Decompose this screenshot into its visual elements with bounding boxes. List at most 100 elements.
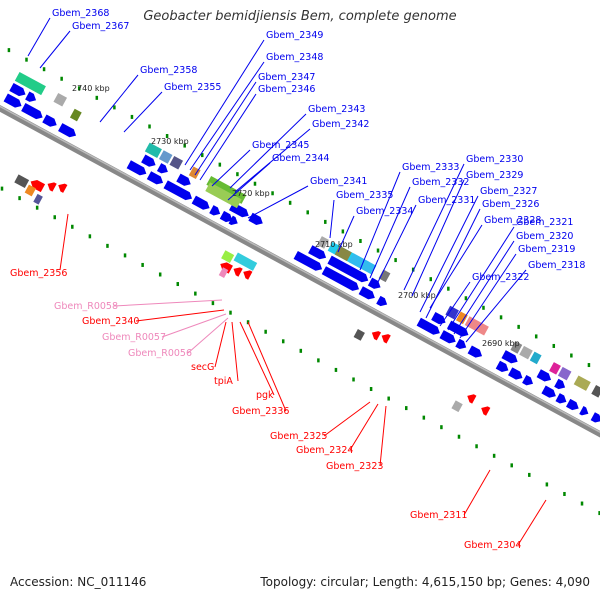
gene-label-forward: Gbem_2367 <box>72 21 129 32</box>
scale-tick <box>123 253 127 258</box>
gene-label-forward: Gbem_2345 <box>252 140 309 151</box>
gene-label-forward: Gbem_2320 <box>516 231 573 242</box>
gene-feature-box <box>24 184 36 197</box>
scale-tick <box>447 286 450 291</box>
gene-feature-box <box>53 92 68 107</box>
gene-feature-box <box>169 155 184 170</box>
gene-feature-box <box>378 269 391 283</box>
scale-tick <box>88 234 92 239</box>
genome-backbone <box>0 105 600 438</box>
forward-gene-arrow <box>248 212 263 225</box>
gene-label-forward: Gbem_2342 <box>312 119 369 130</box>
forward-gene-arrow <box>321 266 360 291</box>
forward-gene-arrow <box>508 367 523 380</box>
leader-line <box>447 226 515 331</box>
scale-tick <box>71 224 74 229</box>
gene-feature-box <box>69 108 82 122</box>
scale-tick <box>376 248 380 253</box>
scale-tick <box>158 272 162 277</box>
scale-label: 2710 kbp <box>315 240 353 249</box>
gene-label-forward: Gbem_2326 <box>482 199 539 210</box>
leader-line <box>369 186 411 279</box>
gene-feature-box <box>33 193 43 205</box>
leader-line <box>247 185 309 219</box>
scale-tick <box>95 95 99 100</box>
leader-line <box>27 17 51 57</box>
scale-tick <box>42 67 46 72</box>
scale-tick <box>35 205 39 210</box>
scale-label: 2730 kbp <box>151 137 189 146</box>
gene-label-reverse: Gbem_2324 <box>296 445 353 456</box>
gene-label-reverse: Gbem_2356 <box>10 268 67 279</box>
leader-line <box>161 313 227 338</box>
scale-label: 2740 kbp <box>72 84 110 93</box>
forward-gene-arrow <box>21 103 43 120</box>
forward-gene-arrow <box>495 360 509 372</box>
leader-line <box>453 240 515 335</box>
leader-line <box>59 213 69 271</box>
gene-feature-box <box>158 150 173 164</box>
gene-label-forward: Gbem_2328 <box>484 215 541 226</box>
scale-tick <box>53 215 56 220</box>
gene-label-forward: Gbem_2346 <box>258 84 315 95</box>
leader-line <box>211 149 251 187</box>
scale-tick <box>299 348 303 353</box>
scale-tick <box>201 153 204 158</box>
scale-label: 2690 kbp <box>482 339 520 348</box>
leader-line <box>99 74 139 123</box>
scale-tick <box>545 482 549 487</box>
forward-gene-arrow <box>176 173 191 186</box>
leader-line <box>429 224 483 309</box>
scale-tick <box>236 172 239 177</box>
forward-gene-arrow <box>146 171 164 185</box>
topology-label: Topology: circular; Length: 4,615,150 bp… <box>260 575 590 589</box>
leader-line <box>419 195 479 313</box>
scale-tick <box>440 425 443 430</box>
scale-tick <box>352 377 355 382</box>
reverse-gene-arrow <box>481 406 491 416</box>
scale-tick <box>422 415 426 420</box>
forward-gene-arrow <box>455 338 467 350</box>
leader-line <box>439 281 471 327</box>
gene-label-reverse: Gbem_2336 <box>232 406 289 417</box>
leader-line <box>465 269 527 343</box>
scale-tick <box>141 262 144 267</box>
scale-tick <box>288 200 292 205</box>
gene-label-forward: Gbem_2335 <box>336 190 393 201</box>
reverse-gene-arrow <box>220 262 233 274</box>
forward-gene-arrow <box>25 91 37 102</box>
forward-gene-arrow <box>555 393 567 404</box>
scale-tick <box>176 282 180 287</box>
gene-label-forward: Gbem_2334 <box>356 206 413 217</box>
forward-gene-arrow <box>367 277 381 289</box>
scale-tick <box>106 243 109 248</box>
scale-tick <box>60 76 63 81</box>
leader-line <box>517 499 547 546</box>
gene-label-reverse: Gbem_R0058 <box>54 301 118 312</box>
forward-gene-arrow <box>3 93 22 108</box>
leader-line <box>194 81 257 176</box>
genome-backbone-highlight <box>0 105 600 433</box>
scale-tick <box>369 387 373 392</box>
reverse-gene-arrow <box>381 334 391 344</box>
scale-tick <box>475 444 478 449</box>
forward-gene-arrow <box>219 210 233 223</box>
gene-label-reverse: Gbem_2323 <box>326 461 383 472</box>
gene-label-forward: Gbem_2319 <box>518 244 575 255</box>
gene-label-forward: Gbem_2329 <box>466 170 523 181</box>
gene-label-forward: Gbem_2368 <box>52 8 109 19</box>
gene-feature-box <box>317 236 329 249</box>
accession-label: Accession: NC_011146 <box>10 575 147 589</box>
gene-feature-box <box>188 166 201 180</box>
leader-line <box>227 162 271 201</box>
scale-tick <box>253 181 257 186</box>
scale-tick <box>334 367 338 372</box>
gene-label-forward: Gbem_2358 <box>140 65 197 76</box>
leader-line <box>463 469 491 516</box>
scale-tick <box>229 310 232 315</box>
leader-line <box>184 39 265 166</box>
forward-gene-arrow <box>376 295 388 307</box>
leader-line <box>337 215 355 253</box>
